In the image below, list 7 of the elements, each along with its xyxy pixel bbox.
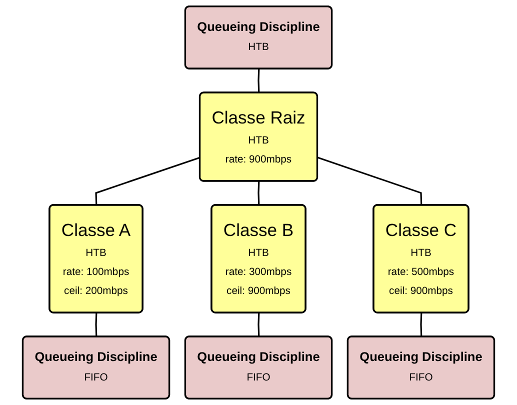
connector	[95, 312, 98, 337]
connector	[258, 181, 260, 206]
connector	[317, 156, 422, 206]
connector	[95, 156, 200, 206]
connector	[258, 68, 260, 93]
connector	[258, 312, 260, 337]
connector	[420, 312, 422, 337]
